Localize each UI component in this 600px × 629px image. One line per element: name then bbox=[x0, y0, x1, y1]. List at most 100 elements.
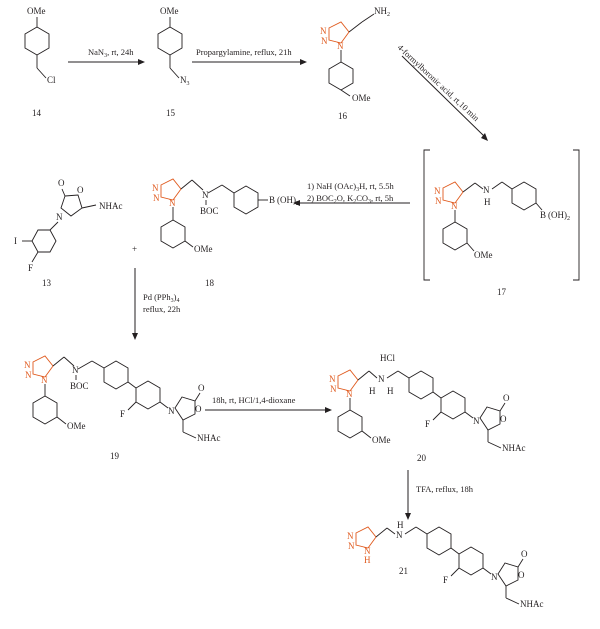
reagent-label: 2) BOC2O, K2CO3, rt, 5h bbox=[307, 193, 394, 205]
plus-sign: + bbox=[132, 244, 137, 254]
triazole-n-label: N bbox=[153, 193, 160, 203]
triazole-n-label: N bbox=[337, 41, 344, 51]
reagent-label: 1) NaH (OAc)3H, rt, 5.5h bbox=[307, 181, 395, 193]
compound-21: N N N H N H F N O O NHAc 21 bbox=[347, 520, 544, 609]
fluoro-label: F bbox=[443, 575, 448, 585]
nitrogen-label: N bbox=[491, 572, 498, 582]
nitrogen-label: N bbox=[202, 190, 209, 200]
reagent-label: 4-formylboronic acid, rt,10 min bbox=[396, 42, 482, 123]
triazole-h-label: H bbox=[364, 555, 371, 565]
reaction-arrow-6: 18h, rt, HCl/1,4-dioxane bbox=[205, 395, 332, 413]
methoxy-label: OMe bbox=[474, 250, 493, 260]
reagent-label: TFA, reflux, 18h bbox=[416, 484, 474, 494]
compound-number: 18 bbox=[205, 278, 215, 288]
triazole-n-label: N bbox=[329, 374, 336, 384]
compound-19: N N N N BOC F N O O NHAc OMe 19 bbox=[24, 355, 221, 461]
nitrogen-label: N bbox=[72, 365, 79, 375]
hydrogen-label: H bbox=[484, 197, 491, 207]
fluoro-label: F bbox=[425, 419, 430, 429]
compound-20: N N N HCl N H H F N O O NHAc OMe 20 bbox=[329, 353, 526, 463]
nhac-label: NHAc bbox=[99, 201, 123, 211]
oxygen-label: O bbox=[518, 570, 525, 580]
boronic-acid-label: B(OH)2 bbox=[540, 210, 570, 222]
triazole-n-label: N bbox=[435, 196, 442, 206]
triazole-n-label: N bbox=[24, 360, 31, 370]
chloro-label: Cl bbox=[47, 75, 56, 85]
methoxy-label: OMe bbox=[27, 6, 46, 16]
hydrochloride-label: HCl bbox=[380, 353, 396, 363]
triazole-n-label: N bbox=[434, 186, 441, 196]
triazole-n-label: N bbox=[364, 546, 371, 556]
reagent-label: Propargylamine, reflux, 21h bbox=[196, 47, 292, 57]
oxygen-label: O bbox=[58, 178, 65, 188]
triazole-n-label: N bbox=[169, 198, 176, 208]
reagent-label: reflux, 22h bbox=[143, 304, 181, 314]
boc-label: BOC bbox=[70, 381, 89, 391]
methoxy-label: OMe bbox=[160, 6, 179, 16]
compound-14: OMe Cl 14 bbox=[24, 6, 56, 118]
reaction-arrow-7: TFA, reflux, 18h bbox=[405, 470, 474, 520]
oxygen-label: O bbox=[198, 383, 205, 393]
nitrogen-label: N bbox=[378, 374, 385, 384]
triazole-n-label: N bbox=[321, 36, 328, 46]
compound-number: 15 bbox=[166, 108, 176, 118]
reaction-arrow-4: 1) NaH (OAc)3H, rt, 5.5h 2) BOC2O, K2CO3… bbox=[293, 181, 410, 206]
compound-13: O O NHAc N I F 13 bbox=[14, 178, 123, 288]
compound-number: 17 bbox=[497, 287, 507, 297]
boc-label: BOC bbox=[200, 206, 219, 216]
nitrogen-label: N bbox=[396, 530, 403, 540]
triazole-n-label: N bbox=[451, 201, 458, 211]
azide-label: N3 bbox=[180, 75, 190, 87]
triazole-n-label: N bbox=[41, 375, 48, 385]
compound-15: OMe N3 15 bbox=[157, 6, 190, 118]
compound-16: N N N NH2 OMe 16 bbox=[320, 6, 390, 121]
compound-18: N N N N BOC B(OH)2 OMe 18 bbox=[152, 178, 299, 288]
methoxy-label: OMe bbox=[194, 244, 213, 254]
nitrogen-label: N bbox=[483, 185, 490, 195]
compound-number: 16 bbox=[338, 111, 348, 121]
compound-number: 14 bbox=[32, 108, 42, 118]
methoxy-label: OMe bbox=[67, 421, 86, 431]
triazole-n-label: N bbox=[25, 370, 32, 380]
boronic-acid-label: B(OH)2 bbox=[269, 195, 299, 207]
triazole-n-label: N bbox=[320, 26, 327, 36]
triazole-n-label: N bbox=[347, 531, 354, 541]
hydrogen-label: H bbox=[387, 386, 394, 396]
hydrogen-label: H bbox=[397, 520, 404, 530]
methoxy-label: OMe bbox=[372, 435, 391, 445]
nhac-label: NHAc bbox=[520, 599, 544, 609]
triazole-n-label: N bbox=[348, 541, 355, 551]
reaction-arrow-1: NaN3, rt, 24h bbox=[68, 47, 145, 65]
oxygen-label: O bbox=[195, 404, 202, 414]
nitrogen-label: N bbox=[168, 406, 175, 416]
hydrogen-label: H bbox=[369, 386, 376, 396]
compound-17: N N N N H B(OH)2 OMe 17 bbox=[423, 149, 580, 297]
oxygen-label: O bbox=[77, 185, 84, 195]
nhac-label: NHAc bbox=[197, 433, 221, 443]
reaction-arrow-5: Pd (PPh3)4 reflux, 22h bbox=[132, 268, 181, 340]
reagent-label: 18h, rt, HCl/1,4-dioxane bbox=[212, 395, 296, 405]
compound-number: 13 bbox=[42, 278, 52, 288]
methoxy-label: OMe bbox=[352, 93, 371, 103]
iodo-label: I bbox=[14, 236, 17, 246]
amine-label: NH2 bbox=[374, 6, 390, 18]
nitrogen-label: N bbox=[56, 212, 63, 222]
nitrogen-label: N bbox=[473, 416, 480, 426]
triazole-n-label: N bbox=[346, 389, 353, 399]
reagent-label: Pd (PPh3)4 bbox=[143, 292, 179, 304]
reaction-arrow-3: 4-formylboronic acid, rt,10 min bbox=[396, 42, 488, 141]
compound-number: 20 bbox=[417, 453, 427, 463]
triazole-n-label: N bbox=[152, 183, 159, 193]
compound-number: 19 bbox=[110, 451, 120, 461]
fluoro-label: F bbox=[120, 409, 125, 419]
nhac-label: NHAc bbox=[502, 443, 526, 453]
oxygen-label: O bbox=[521, 549, 528, 559]
reagent-label: NaN3, rt, 24h bbox=[88, 47, 134, 59]
fluoro-label: F bbox=[28, 263, 33, 273]
oxygen-label: O bbox=[500, 414, 507, 424]
reaction-arrow-2: Propargylamine, reflux, 21h bbox=[192, 47, 307, 65]
compound-number: 21 bbox=[399, 566, 408, 576]
triazole-n-label: N bbox=[330, 384, 337, 394]
oxygen-label: O bbox=[503, 393, 510, 403]
